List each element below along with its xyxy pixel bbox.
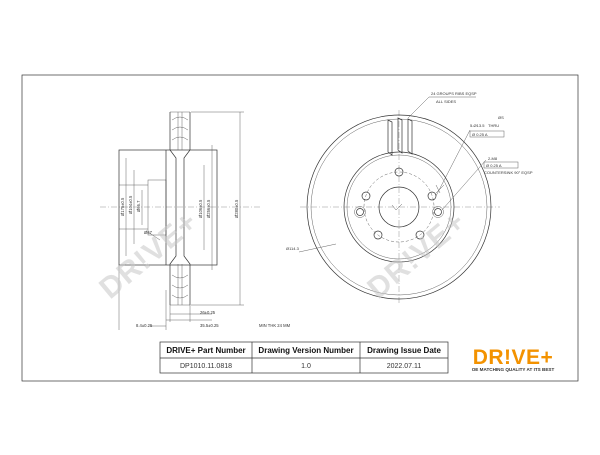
countersink-label: COUNTERSINK 90° EQSP: [484, 170, 533, 175]
dim-thickness: 26±0.25: [200, 310, 216, 315]
dim-centering-label: Ø67: [144, 230, 153, 235]
watermark-left: DR!VE+: [93, 205, 204, 305]
header-part-number: DRIVE+ Part Number: [166, 346, 245, 355]
ribs-groups-label: 24 GROUPS RIBS EQSP: [431, 91, 477, 96]
title-block: DRIVE+ Part Number Drawing Version Numbe…: [159, 341, 449, 374]
front-view: Ø114.3 24 GROUPS RIBS EQSP ALL SIDES 5-Ø…: [286, 91, 533, 305]
corner-note: ØS: [498, 115, 504, 120]
header-issue-date: Drawing Issue Date: [367, 346, 441, 355]
all-sides-label: ALL SIDES: [436, 99, 456, 104]
dim-hub-bore: Ø104±0.5: [128, 195, 133, 214]
watermark-right: DR!VE+: [361, 205, 472, 305]
header-version: Drawing Version Number: [258, 346, 353, 355]
value-version: 1.0: [301, 363, 311, 370]
dim-offset: 8.4±0.25: [136, 323, 153, 328]
dim-height: 35.5±0.25: [200, 323, 219, 328]
hole-spec-label: 5-Ø13.5: [470, 123, 485, 128]
hole-tolerance: Ø 0.25 A: [472, 132, 488, 137]
dim-disc-diameter: Ø280±0.5: [234, 199, 239, 218]
side-view: Ø175±0.5 Ø104±0.5 Ø66.7 Ø106±0.5 Ø256±0.…: [100, 111, 291, 330]
drawing-border: [21, 74, 579, 382]
brand-logo: DR!VE+ OE MATCHING QUALITY AT ITS BEST: [472, 346, 555, 372]
thread-spec-label: 2-M8: [488, 156, 498, 161]
logo-wordmark: DR!VE+: [473, 346, 554, 369]
dim-center-bore: Ø66.7: [136, 200, 141, 212]
logo-tagline: OE MATCHING QUALITY AT ITS BEST: [472, 367, 555, 372]
min-thickness-label: MIN THK 24 MM: [259, 323, 291, 328]
hole-thru-label: THRU: [488, 123, 499, 128]
thread-tolerance: Ø 0.25 A: [486, 163, 502, 168]
dim-inner-ring: Ø106±0.5: [198, 199, 203, 218]
value-issue-date: 2022.07.11: [387, 363, 422, 370]
value-part-number: DP1010.11.0818: [180, 363, 232, 370]
pcd-label: Ø114.3: [286, 246, 300, 251]
dim-ring-diameter: Ø256±0.5: [206, 199, 211, 218]
dim-outer-hub: Ø175±0.5: [120, 197, 125, 216]
